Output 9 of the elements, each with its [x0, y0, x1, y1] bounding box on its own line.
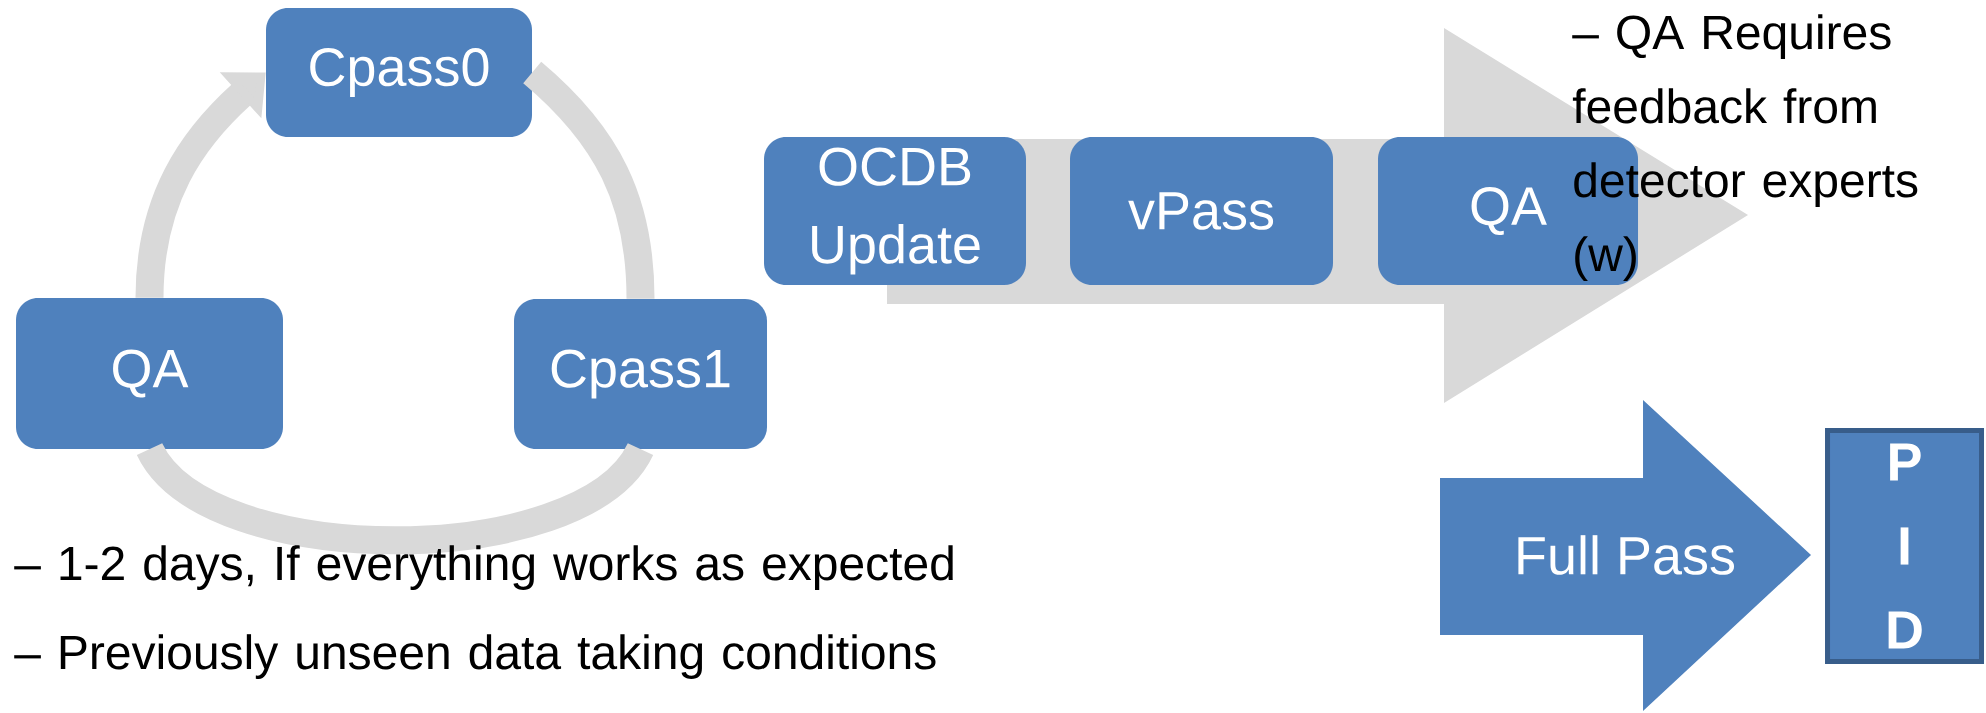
cycle-arrow: [135, 72, 266, 299]
process-box: Cpass0: [266, 8, 532, 137]
bullet-text: – Previously unseen data taking conditions: [14, 634, 936, 679]
process-box: OCDB Update: [764, 137, 1026, 285]
stage-box: P I D: [1825, 428, 1984, 664]
process-box: vPass: [1070, 137, 1333, 285]
bullet-text: – 1-2 days, If everything works as expected: [14, 545, 953, 590]
process-box: QA: [16, 298, 283, 449]
process-box: Cpass1: [514, 299, 767, 449]
